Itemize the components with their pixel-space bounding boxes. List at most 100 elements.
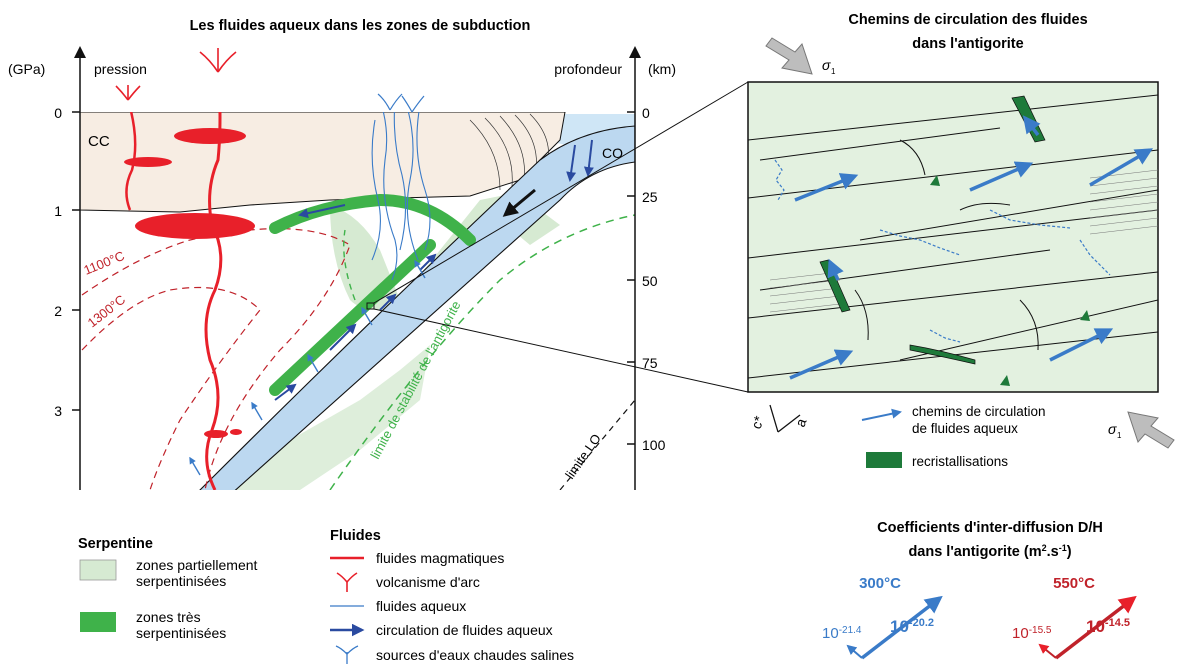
zoom-line-top (373, 81, 749, 304)
diffusion-550-small-exp: -15.5 (1029, 625, 1052, 636)
pressure-tick-2: 2 (54, 303, 62, 319)
diffusion-arrows-550 (1038, 595, 1137, 660)
diffusion-300-small: 10-21.4 (822, 625, 862, 643)
depth-tick-25: 25 (642, 189, 658, 205)
magma-chamber-deep (135, 213, 255, 239)
antigorite-limit-upper (343, 229, 356, 301)
diffusion-300-small-base: 10 (822, 625, 839, 642)
legend-fluid-3: circulation de fluides aqueux (376, 622, 553, 638)
legend-strong-2: serpentinisées (136, 625, 226, 641)
strong-serpentinite-band-slab (269, 239, 436, 396)
circulation-arrows (274, 139, 594, 401)
legend-fluid-4: sources d'eaux chaudes salines (376, 647, 574, 663)
arrow-550-long (1054, 595, 1137, 660)
pressure-tick-3: 3 (54, 403, 62, 419)
depth-tick-75: 75 (642, 355, 658, 371)
magma-chamber-shallow (174, 128, 246, 144)
magma-chamber-small (124, 157, 172, 167)
magma-conduit-side (125, 112, 137, 211)
legend-fluid-1: volcanisme d'arc (376, 574, 480, 590)
diffusion-title-2-text: dans l'antigorite (m (908, 544, 1041, 560)
sigma1-bottom-sub: 1 (1117, 431, 1122, 440)
diffusion-t300: 300°C (859, 575, 901, 592)
isotherm-1300-label: 1300°C (85, 292, 129, 331)
pressure-axis: (GPa) pression 0 1 2 3 (8, 46, 147, 490)
isotherm-1100-label: 1100°C (82, 248, 127, 278)
grain-markers (930, 175, 1090, 386)
legend-strong-swatch (80, 612, 116, 632)
pressure-tick-0: 0 (54, 105, 62, 121)
sigma1-top: σ (822, 57, 831, 73)
zigzag-fluid-paths (774, 159, 1111, 343)
left-cross-section (80, 112, 635, 490)
diffusion-300-big-exp: -20.2 (909, 617, 934, 629)
fluids-legend-title: Fluides (330, 528, 381, 544)
diffusion-300-big: 10-20.2 (890, 617, 934, 636)
sigma1-arrow-bottom (1127, 411, 1175, 449)
right-panel-title-2: dans l'antigorite (912, 36, 1023, 52)
legend-partial-swatch (79, 559, 117, 581)
pressure-unit: (GPa) (8, 61, 45, 77)
arrow-550-short (1038, 643, 1057, 659)
lo-limit-label: limite LO (562, 431, 604, 482)
magma-pocket-2 (230, 429, 242, 435)
depth-label: profondeur (554, 61, 622, 77)
crystal-axes: c* a (748, 404, 810, 433)
diffusion-550-big: 10-14.5 (1086, 617, 1130, 636)
diffusion-t550: 550°C (1053, 575, 1095, 592)
axis-a: a (792, 416, 810, 429)
zoom-box (366, 302, 375, 310)
legend-paths-1: chemins de circulation (912, 404, 1046, 419)
aqueous-fluid-veins (371, 112, 431, 281)
pressure-tick-1: 1 (54, 203, 62, 219)
diffusion-title-end: ) (1067, 544, 1072, 560)
depth-tick-50: 50 (642, 273, 658, 289)
magma-conduit-main (204, 112, 223, 490)
strong-serpentinite-band-wedge (269, 193, 476, 246)
sigma1-arrow-top (765, 37, 813, 75)
diffusion-300-small-exp: -21.4 (839, 625, 862, 636)
sigma1-bottom: σ (1108, 421, 1117, 437)
axis-c-star: c* (748, 413, 767, 431)
serpentine-legend-title: Serpentine (78, 536, 153, 552)
arrow-300-long (860, 595, 943, 660)
diffusion-arrows-300 (846, 595, 943, 660)
subduction-direction-arrow (502, 188, 536, 217)
antigorite-microstructure-box (747, 81, 1159, 393)
label-cc: CC (88, 133, 110, 150)
legend-partial-2: serpentinisées (136, 573, 226, 589)
partial-serpentinite-slab-top (230, 345, 430, 490)
magmatic-system (124, 112, 255, 490)
zoom-line-bottom (373, 308, 749, 393)
isotherms (81, 228, 351, 490)
legend-fluid-2: fluides aqueux (376, 598, 466, 614)
depth-tick-100: 100 (642, 437, 666, 453)
legend-volcano-icon (336, 572, 358, 592)
diffusion-550-big-exp: -14.5 (1105, 617, 1130, 629)
right-panel-title-1: Chemins de circulation des fluides (848, 12, 1087, 28)
legend-recryst: recristallisations (912, 454, 1008, 469)
antigorite-limit-line (329, 214, 635, 490)
pressure-label: pression (94, 61, 147, 77)
arrow-300-short (846, 644, 863, 659)
lo-limit-line (559, 399, 635, 490)
diffusion-title-mid: .s (1047, 544, 1059, 560)
left-panel-title: Les fluides aqueux dans les zones de sub… (190, 18, 531, 34)
diffusion-title-1: Coefficients d'inter-diffusion D/H (877, 520, 1103, 536)
arc-volcanism-symbols (115, 48, 237, 101)
legend-path-arrow (861, 408, 902, 421)
label-co: CO (602, 145, 623, 161)
depth-unit: (km) (648, 61, 676, 77)
legend-paths-2: de fluides aqueux (912, 421, 1018, 436)
magma-pocket-1 (204, 430, 228, 438)
legend-fluid-0: fluides magmatiques (376, 550, 504, 566)
diffusion-title-sup1: 2 (1042, 543, 1047, 553)
depth-tick-0: 0 (642, 105, 650, 121)
hot-spring-symbols (377, 93, 425, 113)
legend-partial-1: zones partiellement (136, 557, 258, 573)
diffusion-550-big-base: 10 (1086, 617, 1105, 636)
legend-spring-icon (335, 645, 359, 664)
diffusion-550-small-base: 10 (1012, 625, 1029, 642)
microstructure-content (748, 94, 1158, 386)
